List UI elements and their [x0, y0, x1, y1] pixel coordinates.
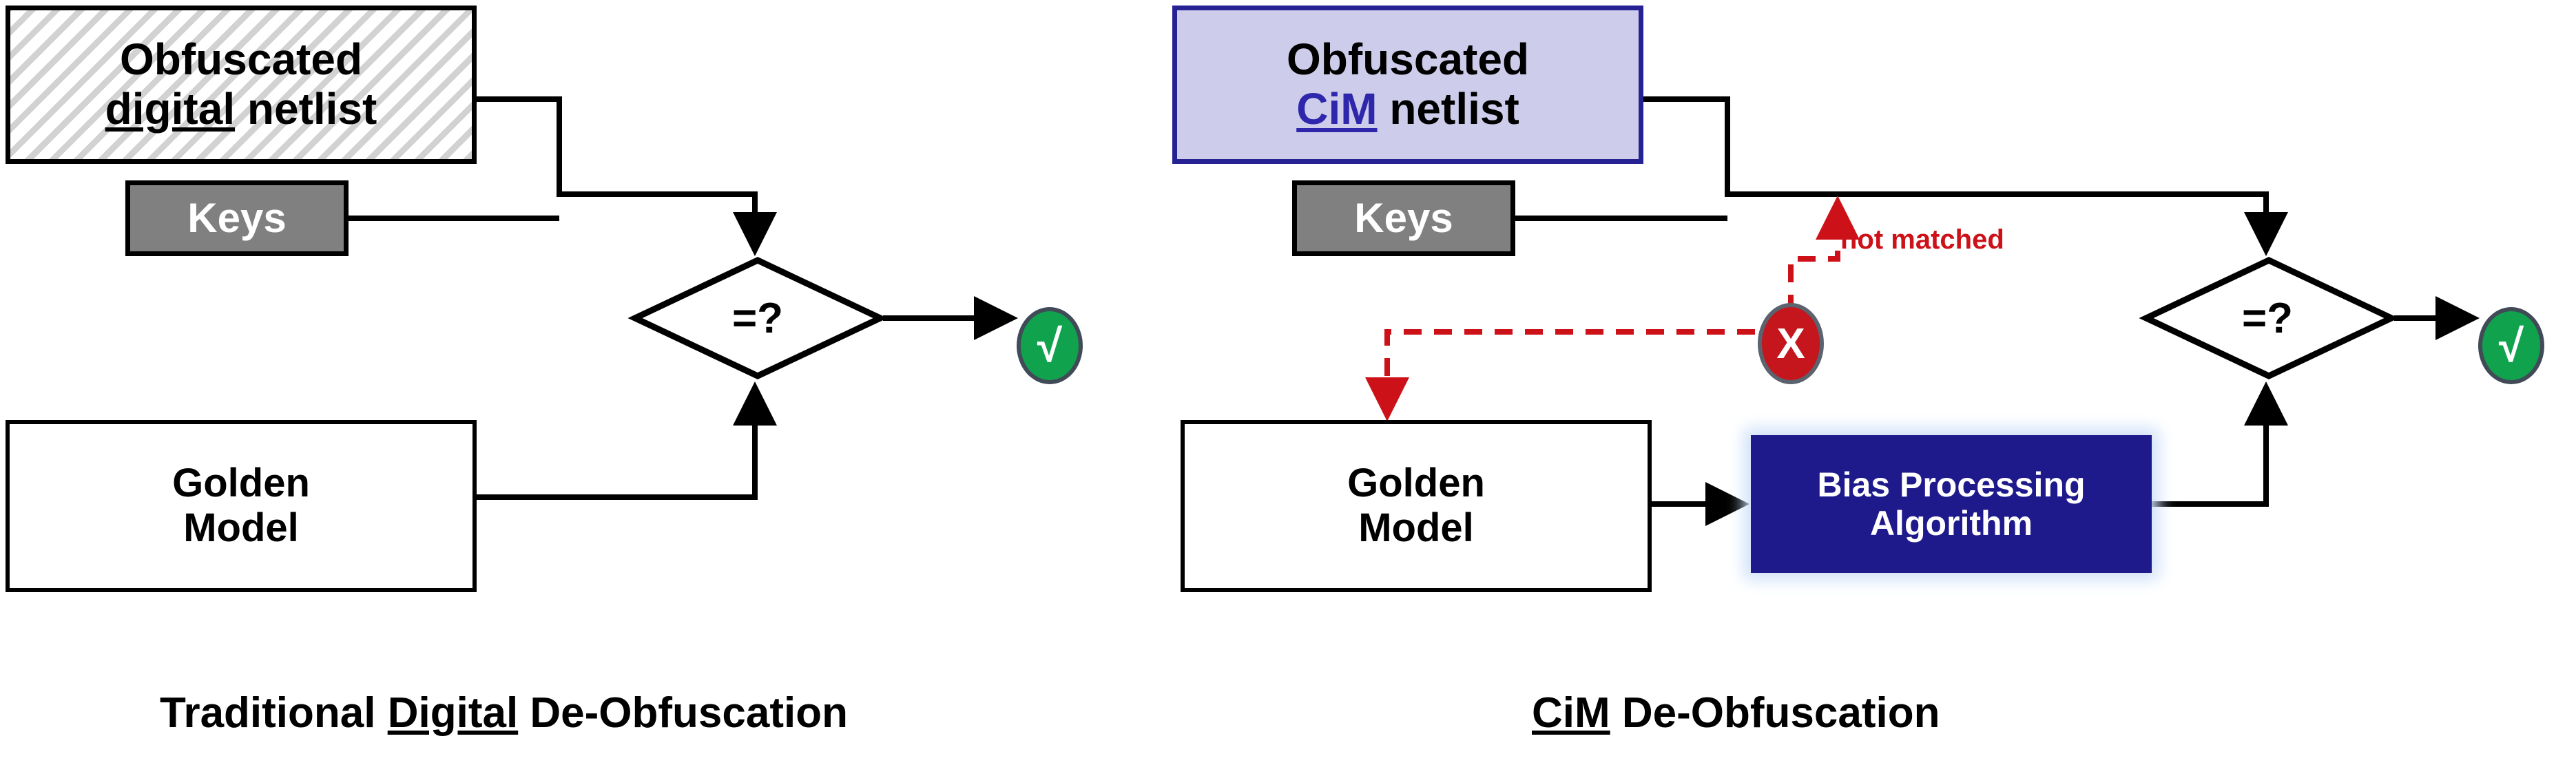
bias-processing-algorithm-box[interactable]: Bias Processing Algorithm	[1751, 435, 2152, 573]
cim-netlist-line-2-rest: netlist	[1377, 84, 1519, 134]
caption-right-suffix: De-Obfuscation	[1610, 689, 1940, 737]
cim-netlist-emphasis: CiM	[1296, 84, 1378, 134]
obfuscated-digital-netlist-box[interactable]: Obfuscated digital netlist	[6, 6, 477, 164]
x-icon: X	[1776, 319, 1805, 368]
keys-label: Keys	[1354, 195, 1453, 242]
caption-right-emphasis: CiM	[1532, 689, 1610, 737]
check-icon: √	[2498, 320, 2524, 371]
golden-line-1: Golden	[1347, 461, 1485, 506]
caption-right: CiM De-Obfuscation	[1532, 689, 1940, 737]
golden-line-2: Model	[1358, 505, 1474, 550]
golden-model-box-right[interactable]: Golden Model	[1181, 420, 1652, 592]
netlist-line-1: Obfuscated	[119, 34, 363, 85]
caption-left-prefix: Traditional	[160, 689, 388, 737]
golden-line-1: Golden	[172, 461, 310, 506]
cim-netlist-line-2: CiM netlist	[1287, 84, 1529, 134]
netlist-line-2-rest: netlist	[235, 84, 377, 134]
mismatch-feedback-wire-to-golden	[1365, 329, 1755, 421]
compare-label: =?	[731, 294, 784, 342]
keys-box-left[interactable]: Keys	[125, 180, 349, 256]
compare-decision-label-right: =?	[2199, 256, 2336, 380]
caption-left-emphasis: Digital	[387, 689, 519, 737]
cim-netlist-line-1: Obfuscated	[1286, 34, 1530, 85]
left-netlist-to-compare-wire	[477, 96, 777, 256]
netlist-emphasis: digital	[105, 84, 236, 134]
caption-left: Traditional Digital De-Obfuscation	[160, 689, 848, 737]
bias-line-1: Bias Processing	[1817, 465, 2086, 504]
obfuscated-cim-netlist-box[interactable]: Obfuscated CiM netlist	[1172, 6, 1643, 164]
not-matched-text: not matched	[1840, 224, 2004, 255]
not-matched-label: not matched	[1840, 224, 2004, 255]
keys-box-right[interactable]: Keys	[1292, 180, 1515, 256]
caption-left-suffix: De-Obfuscation	[518, 689, 848, 737]
keys-label: Keys	[187, 195, 287, 242]
mismatch-result-circle: X	[1758, 303, 1824, 384]
compare-label: =?	[2241, 294, 2294, 342]
match-result-circle-left: √	[1017, 307, 1083, 384]
right-bias-to-compare-wire	[2152, 381, 2288, 507]
compare-decision-label-left: =?	[689, 256, 827, 380]
golden-model-box-left[interactable]: Golden Model	[6, 420, 477, 592]
check-icon: √	[1037, 320, 1063, 371]
golden-line-2: Model	[183, 505, 299, 550]
match-result-circle-right: √	[2478, 307, 2544, 384]
bias-line-2: Algorithm	[1869, 504, 2033, 543]
left-golden-to-compare-wire	[477, 381, 777, 500]
netlist-line-2: digital netlist	[105, 84, 377, 134]
